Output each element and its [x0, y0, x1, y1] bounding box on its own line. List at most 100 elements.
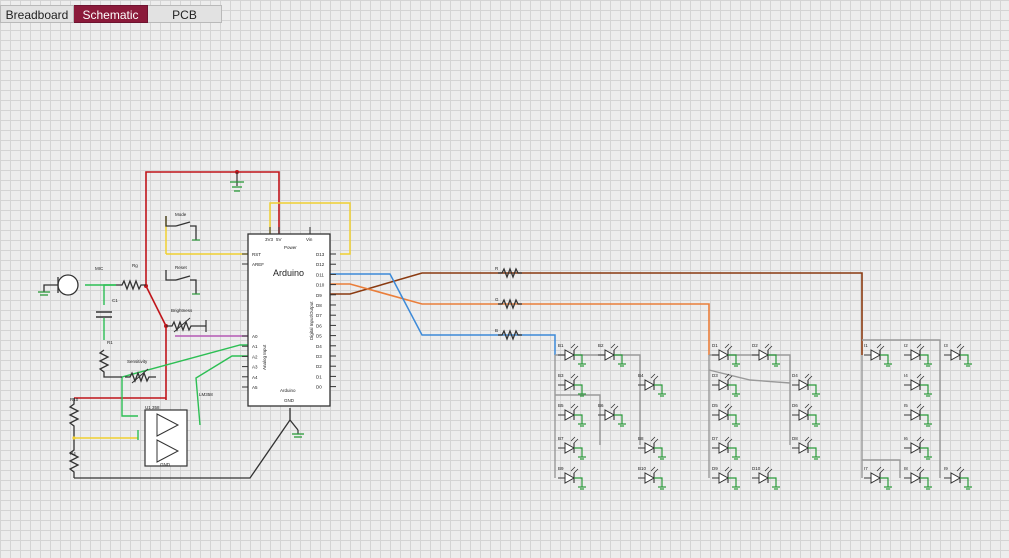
digital-pin-label: D13 — [316, 252, 325, 257]
tab-breadboard[interactable]: Breadboard — [0, 5, 74, 23]
res-green-label: G — [495, 297, 499, 302]
digital-pin-label: D12 — [316, 262, 325, 267]
led[interactable]: I7 — [864, 466, 892, 490]
res-red-label: R — [495, 266, 499, 271]
led-label: D4 — [792, 373, 798, 378]
pin-aref-label: AREF — [252, 262, 264, 267]
led-label: B4 — [638, 373, 644, 378]
led[interactable]: I4 — [904, 373, 932, 397]
led[interactable]: B9 — [558, 466, 586, 490]
sensitivity-potentiometer[interactable]: Sensitivity — [125, 359, 156, 384]
led[interactable]: B8 — [638, 436, 666, 460]
res-blue-label: B — [495, 328, 498, 333]
led-label: I6 — [904, 436, 908, 441]
led-label: I8 — [904, 466, 908, 471]
led-label: B8 — [638, 436, 644, 441]
resistor-r1[interactable]: R1 — [98, 340, 122, 378]
led[interactable]: D9 — [712, 466, 740, 490]
digital-pin-label: D11 — [316, 272, 324, 277]
led[interactable]: B2 — [598, 343, 626, 367]
c1-label: C1 — [112, 298, 118, 303]
arduino-sub-label: Arduino — [280, 388, 296, 393]
led[interactable]: D5 — [712, 403, 740, 427]
led[interactable]: B4 — [638, 373, 666, 397]
view-tab-bar: Breadboard Schematic PCB — [0, 5, 222, 23]
led[interactable]: I5 — [904, 403, 932, 427]
pin-rst-label: RST — [252, 252, 261, 257]
resistor-rg[interactable]: Rg — [116, 263, 146, 291]
ic-gnd-label: GND — [160, 462, 171, 467]
led-label: B9 — [558, 466, 564, 471]
led[interactable]: B6 — [598, 403, 626, 427]
led[interactable]: B7 — [558, 436, 586, 460]
arduino-gnd-label: GND — [284, 398, 295, 403]
led[interactable]: B5 — [558, 403, 586, 427]
led[interactable]: D7 — [712, 436, 740, 460]
arduino-title: Arduino — [273, 268, 304, 278]
led-label: D6 — [792, 403, 798, 408]
tab-schematic[interactable]: Schematic — [74, 5, 148, 23]
digital-pin-label: D8 — [316, 303, 322, 308]
led-label: I1 — [864, 343, 868, 348]
brightness-potentiometer[interactable]: Brightness — [166, 308, 207, 333]
rg-label: Rg — [132, 263, 138, 268]
digital-pin-label: D1 — [316, 374, 322, 379]
r-a-label: R10 — [70, 397, 79, 402]
reset-label: Reset — [175, 265, 188, 270]
analog-pin-label: A0 — [252, 334, 258, 339]
op-amp-ic[interactable]: U1 358 GND LM358 — [144, 392, 213, 467]
digital-pin-label: D3 — [316, 354, 322, 359]
led-label: I2 — [904, 343, 908, 348]
led[interactable]: I3 — [944, 343, 972, 367]
resistor-divider[interactable]: R10 R4 — [68, 397, 80, 478]
power-label: Power — [284, 245, 297, 250]
led[interactable]: D10 — [752, 466, 780, 490]
capacitor-c1[interactable]: C1 — [96, 298, 118, 318]
led[interactable]: B1 — [558, 343, 586, 367]
led[interactable]: B10 — [638, 466, 666, 490]
led-label: B7 — [558, 436, 564, 441]
led[interactable]: B3 — [558, 373, 586, 397]
sensitivity-label: Sensitivity — [127, 359, 148, 364]
ic-top-label: U1 358 — [145, 405, 160, 410]
led[interactable]: D6 — [792, 403, 820, 427]
resistor-red-channel[interactable]: R — [495, 266, 522, 279]
led-label: B1 — [558, 343, 564, 348]
led[interactable]: I6 — [904, 436, 932, 460]
led-label: I4 — [904, 373, 908, 378]
analog-pin-label: A4 — [252, 375, 258, 380]
led-label: B3 — [558, 373, 564, 378]
mode-label: Mode — [175, 212, 187, 217]
digital-pin-label: D6 — [316, 323, 322, 328]
led[interactable]: D2 — [752, 343, 780, 367]
resistor-blue-channel[interactable]: B — [495, 328, 522, 341]
led-label: B5 — [558, 403, 564, 408]
led[interactable]: D8 — [792, 436, 820, 460]
led[interactable]: I9 — [944, 466, 972, 490]
microphone[interactable]: MIC — [38, 266, 104, 296]
brightness-label: Brightness — [171, 308, 193, 313]
digital-pin-label: D9 — [316, 293, 322, 298]
led-label: D1 — [712, 343, 718, 348]
tab-pcb[interactable]: PCB — [148, 5, 222, 23]
reset-button[interactable]: Reset — [165, 265, 200, 295]
arduino-board[interactable]: Arduino Power 3V3 5V Vin RST AREF Arduin… — [242, 227, 336, 407]
led[interactable]: I8 — [904, 466, 932, 490]
led[interactable]: I1 — [864, 343, 892, 367]
led-label: B6 — [598, 403, 604, 408]
pin-5v-label: 5V — [276, 237, 282, 242]
led[interactable]: I2 — [904, 343, 932, 367]
led-label: I5 — [904, 403, 908, 408]
led[interactable]: D3 — [712, 373, 740, 397]
led-label: D5 — [712, 403, 718, 408]
led[interactable]: D4 — [792, 373, 820, 397]
resistor-green-channel[interactable]: G — [495, 297, 522, 310]
mode-button[interactable]: Mode — [165, 212, 200, 241]
led-label: B10 — [638, 466, 647, 471]
led[interactable]: D1 — [712, 343, 740, 367]
led-label: D2 — [752, 343, 758, 348]
digital-pin-label: D5 — [316, 334, 322, 339]
